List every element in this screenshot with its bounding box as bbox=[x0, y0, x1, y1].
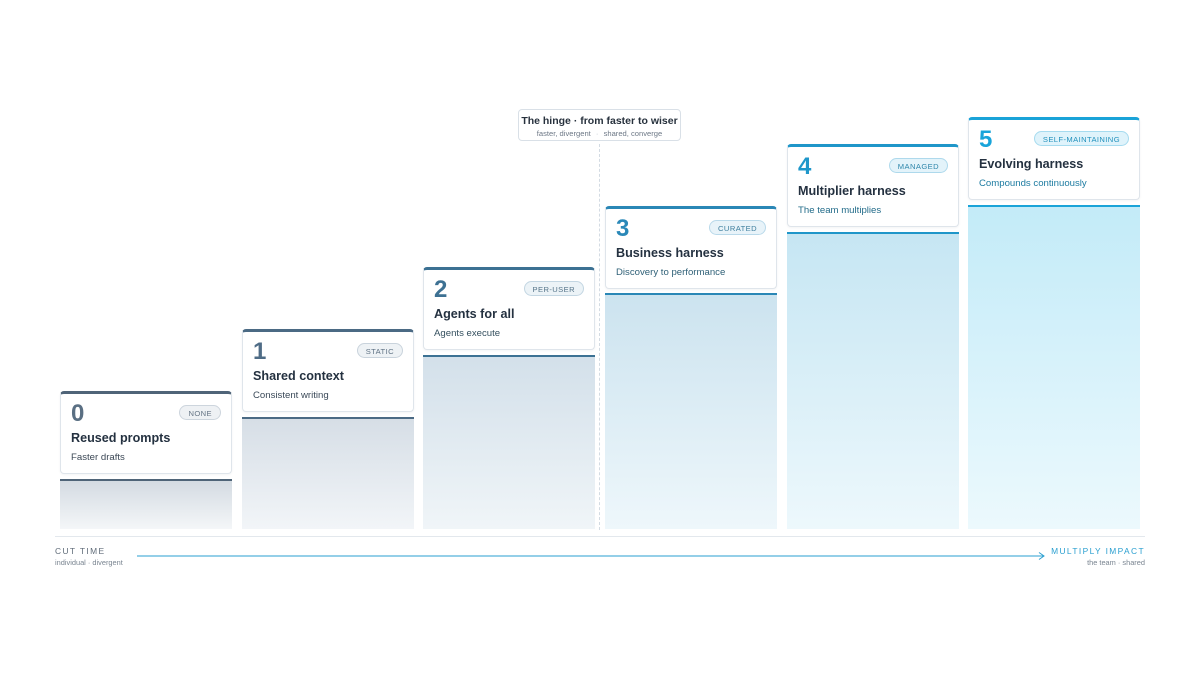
step-subtitle: Discovery to performance bbox=[616, 267, 726, 278]
axis-end-sublabel: the team · shared bbox=[1087, 558, 1145, 567]
step-column bbox=[242, 417, 414, 529]
progression-arrow-icon bbox=[137, 552, 1045, 560]
step-card: 4 MANAGED Multiplier harness The team mu… bbox=[787, 144, 959, 227]
step-number: 1 bbox=[253, 338, 267, 365]
step-subtitle: Compounds continuously bbox=[979, 178, 1087, 189]
step-number: 4 bbox=[798, 153, 812, 180]
hinge-right-note: shared, converge bbox=[603, 129, 663, 138]
baseline-divider bbox=[55, 536, 1145, 537]
step-title: Multiplier harness bbox=[798, 184, 906, 198]
hinge-divider-line bbox=[599, 144, 600, 530]
step-number: 3 bbox=[616, 215, 630, 242]
step-badge: STATIC bbox=[356, 343, 403, 358]
step-number: 5 bbox=[979, 126, 993, 153]
step-card: 3 CURATED Business harness Discovery to … bbox=[605, 206, 777, 289]
step-column bbox=[423, 355, 595, 529]
step-subtitle: Agents execute bbox=[434, 328, 501, 339]
axis-start-sublabel: individual · divergent bbox=[55, 558, 123, 567]
hinge-separator: · bbox=[595, 129, 599, 138]
step-badge: MANAGED bbox=[888, 158, 948, 173]
hinge-callout: The hinge · from faster to wiser faster,… bbox=[518, 109, 681, 141]
step-number: 2 bbox=[434, 276, 448, 303]
hinge-left-note: faster, divergent bbox=[536, 129, 591, 138]
step-badge: CURATED bbox=[709, 220, 766, 235]
step-subtitle: The team multiplies bbox=[798, 205, 882, 216]
step-title: Shared context bbox=[253, 369, 344, 383]
step-title: Business harness bbox=[616, 246, 724, 260]
step-column bbox=[605, 293, 777, 529]
hinge-notes: faster, divergent · shared, converge bbox=[519, 129, 680, 138]
step-badge: PER-USER bbox=[523, 281, 584, 296]
step-subtitle: Consistent writing bbox=[253, 390, 329, 401]
step-title: Reused prompts bbox=[71, 431, 171, 445]
step-subtitle: Faster drafts bbox=[71, 452, 125, 463]
step-card: 5 SELF-MAINTAINING Evolving harness Comp… bbox=[968, 117, 1140, 200]
step-number: 0 bbox=[71, 400, 85, 427]
hinge-title: The hinge · from faster to wiser bbox=[521, 115, 678, 127]
step-card: 0 NONE Reused prompts Faster drafts bbox=[60, 391, 232, 474]
step-column bbox=[968, 205, 1140, 529]
step-column bbox=[787, 232, 959, 529]
step-card: 2 PER-USER Agents for all Agents execute bbox=[423, 267, 595, 350]
step-title: Evolving harness bbox=[979, 157, 1084, 171]
axis-end-label: MULTIPLY IMPACT bbox=[1051, 546, 1145, 556]
axis-start-label: CUT TIME bbox=[55, 546, 106, 556]
step-title: Agents for all bbox=[434, 307, 515, 321]
step-badge: SELF-MAINTAINING bbox=[1033, 131, 1129, 146]
step-column bbox=[60, 479, 232, 529]
step-badge: NONE bbox=[179, 405, 221, 420]
step-card: 1 STATIC Shared context Consistent writi… bbox=[242, 329, 414, 412]
